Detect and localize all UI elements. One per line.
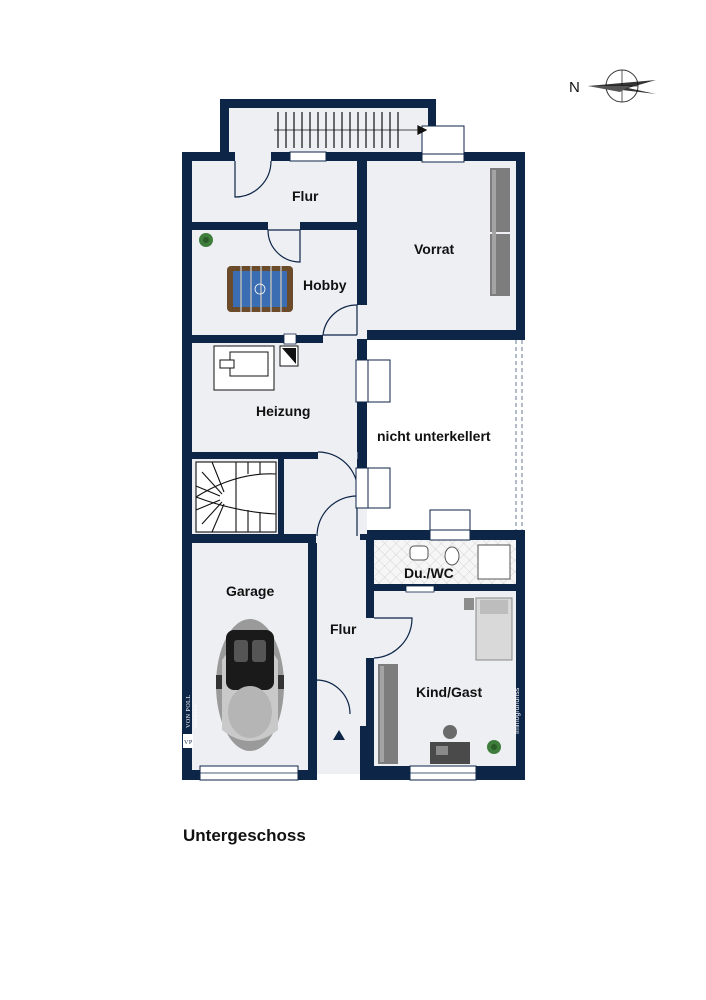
room-label-nicht-unterkellert: nicht unterkellert <box>377 428 491 444</box>
bathroom-fixtures <box>409 544 511 580</box>
car-icon <box>216 619 284 751</box>
stairs-top <box>274 112 428 148</box>
room-label-du-wc: Du./WC <box>404 565 454 581</box>
plant-icon <box>487 740 501 754</box>
room-label-hobby: Hobby <box>303 277 347 293</box>
compass-north-label: N <box>569 79 580 96</box>
floor-title: Untergeschoss <box>183 826 306 845</box>
boiler-icon <box>213 345 299 391</box>
windows <box>199 125 477 781</box>
brand-name: VON POLL <box>186 695 192 729</box>
room-label-vorrat: Vorrat <box>414 241 455 257</box>
wardrobe-icon <box>378 664 398 764</box>
bed-icon <box>464 597 513 661</box>
room-label-flur-bottom: Flur <box>330 621 357 637</box>
stairs-spiral <box>195 461 277 533</box>
unexcavated-area <box>366 340 516 530</box>
door-openings <box>235 152 374 658</box>
watermark: Immogrundriss <box>514 687 521 734</box>
brand-logo-mark: VP <box>184 740 193 746</box>
compass: N <box>569 69 656 103</box>
room-label-flur-top: Flur <box>292 188 319 204</box>
plant-icon <box>199 233 213 247</box>
entrance-arrow-icon <box>333 730 345 740</box>
room-label-heizung: Heizung <box>256 403 310 419</box>
room-labels: Flur Vorrat Hobby Heizung nicht unterkel… <box>226 188 491 700</box>
room-label-kind-gast: Kind/Gast <box>416 684 482 700</box>
foosball-table-icon <box>227 266 293 312</box>
brand-logo: VP VON POLL IMMOBILIEN <box>183 695 198 748</box>
desk-icon <box>430 725 470 764</box>
door-swings <box>234 160 413 715</box>
brand-sub: IMMOBILIEN <box>193 704 198 728</box>
storage-shelf-icon <box>490 168 510 296</box>
room-label-garage: Garage <box>226 583 274 599</box>
